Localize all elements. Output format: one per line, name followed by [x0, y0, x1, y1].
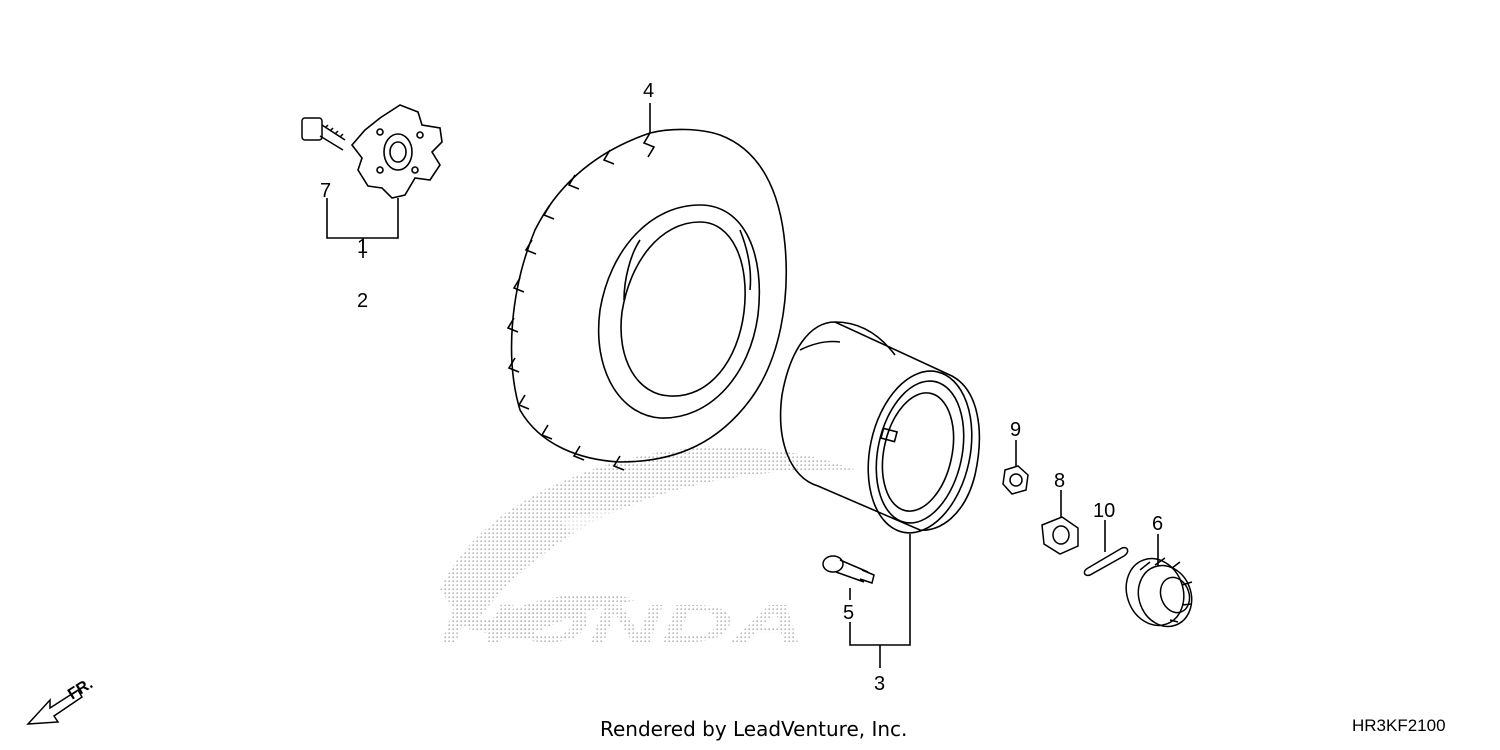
front-direction-arrow-icon: FR. [26, 675, 96, 725]
callout-6[interactable]: 6 [1152, 513, 1163, 535]
callout-10[interactable]: 10 [1093, 500, 1115, 522]
hub-cap[interactable] [1117, 550, 1200, 634]
front-direction-label: FR. [65, 675, 96, 703]
wheel-rim[interactable] [779, 321, 986, 543]
hub-bolt[interactable] [301, 117, 346, 151]
wheel-hub[interactable] [350, 104, 443, 199]
callout-7[interactable]: 7 [320, 180, 331, 202]
footer-credit: Rendered by LeadVenture, Inc. [600, 717, 908, 741]
callout-9[interactable]: 9 [1010, 419, 1021, 441]
callout-5[interactable]: 5 [843, 602, 854, 624]
honda-wing-watermark [440, 447, 855, 640]
callout-2[interactable]: 2 [357, 290, 368, 312]
diagram-id: HR3KF2100 [1352, 716, 1446, 735]
leader-lines [326, 103, 1159, 668]
hub-nut[interactable] [1041, 516, 1079, 555]
cotter-pin[interactable] [1083, 546, 1129, 577]
spacer-nut[interactable] [1002, 465, 1029, 495]
callout-3[interactable]: 3 [874, 673, 885, 695]
valve-stem[interactable] [822, 555, 875, 584]
callout-1[interactable]: 1 [357, 236, 368, 258]
honda-wordmark-watermark: HONDA [440, 594, 805, 654]
callout-8[interactable]: 8 [1054, 470, 1065, 492]
callout-4[interactable]: 4 [643, 80, 654, 102]
tire[interactable] [506, 128, 788, 471]
